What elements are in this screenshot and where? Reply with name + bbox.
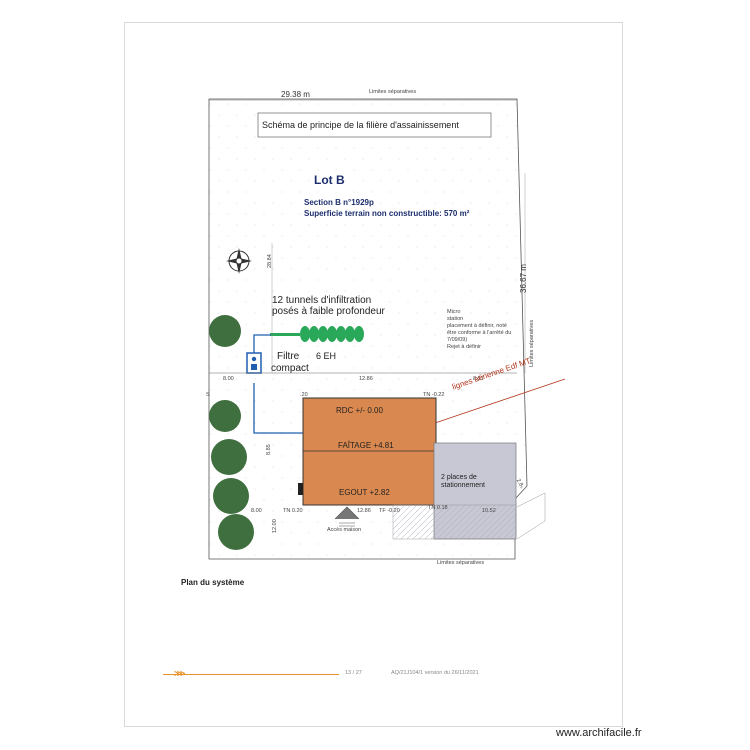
filter-label-line2: compact — [271, 363, 309, 374]
footer-rule — [163, 674, 339, 675]
tn-018: TN 0.18 — [428, 505, 448, 511]
filter-label-line1: Filtre — [277, 351, 300, 362]
dim-row-1: 8.00 — [223, 376, 234, 382]
side-dim-lowest: 12.00 — [272, 519, 278, 533]
schema-title-box — [257, 112, 492, 138]
tunnels-label-line1: 12 tunnels d'infiltration — [272, 295, 372, 306]
site-plan: ˈ ˈ — [208, 98, 566, 560]
dim-bottom-right: 10.52 — [482, 508, 496, 514]
infiltration-tunnels — [270, 326, 364, 342]
compass-icon — [226, 248, 252, 274]
access-arrow — [334, 506, 360, 520]
tf-label: TF -0.20 — [379, 508, 400, 514]
parking-label: 2 places de stationnement — [441, 474, 485, 489]
small-dim-top: .20 — [300, 392, 308, 398]
lot-title: Lot B — [314, 173, 345, 187]
hedge-trees — [209, 315, 254, 550]
side-dim-left: 8.85 — [266, 444, 272, 455]
rdc-label: RDC +/- 0.00 — [336, 406, 383, 415]
document-page: ˈ ˈ — [124, 22, 623, 727]
limits-top: Limites séparatives — [369, 89, 417, 95]
s-label: S — [206, 392, 210, 398]
dim-row-2: 12.86 — [359, 376, 373, 382]
side-dim-upper: 28.84 — [267, 254, 273, 268]
edf-power-line — [434, 378, 566, 424]
watermark: www.archifacile.fr — [556, 727, 642, 739]
filter-unit — [246, 352, 262, 374]
egout-label: EGOUT +2.82 — [339, 488, 390, 497]
top-length: 29.38 m — [281, 90, 310, 99]
footer-page: 13 / 27 — [345, 670, 362, 676]
footer-ref: AQ/21J104/1 version du 26/11/2021 — [391, 670, 479, 676]
dim-row-3: 8.51 — [473, 376, 484, 382]
limits-bottom: Limites séparatives — [437, 560, 485, 566]
footer-logo: ⋙ — [174, 669, 185, 678]
surface-label: Superficie terrain non constructible: 57… — [304, 209, 470, 218]
section-label: Section B n°1929p — [304, 198, 374, 207]
acces-label: Accès maison — [327, 527, 362, 533]
eh-label: 6 EH — [316, 351, 337, 361]
right-length: 36.67 m — [519, 264, 528, 293]
tn-020: TN 0.20 — [283, 508, 303, 514]
schema-title: Schéma de principe de la filière d'assai… — [262, 120, 459, 130]
tunnels-label-line2: posés à faible profondeur — [272, 306, 385, 317]
micro-station-note: Micro station placement à définir, noté … — [447, 309, 512, 350]
house-footprint — [302, 397, 437, 506]
dim-bottom-mid: 12.86 — [357, 508, 371, 514]
figure-caption: Plan du système — [181, 578, 245, 587]
dim-bottom-left: 8.00 — [251, 508, 262, 514]
tn-left: TN -0.22 — [423, 392, 445, 398]
faitage-label: FAÎTAGE +4.81 — [338, 441, 394, 450]
